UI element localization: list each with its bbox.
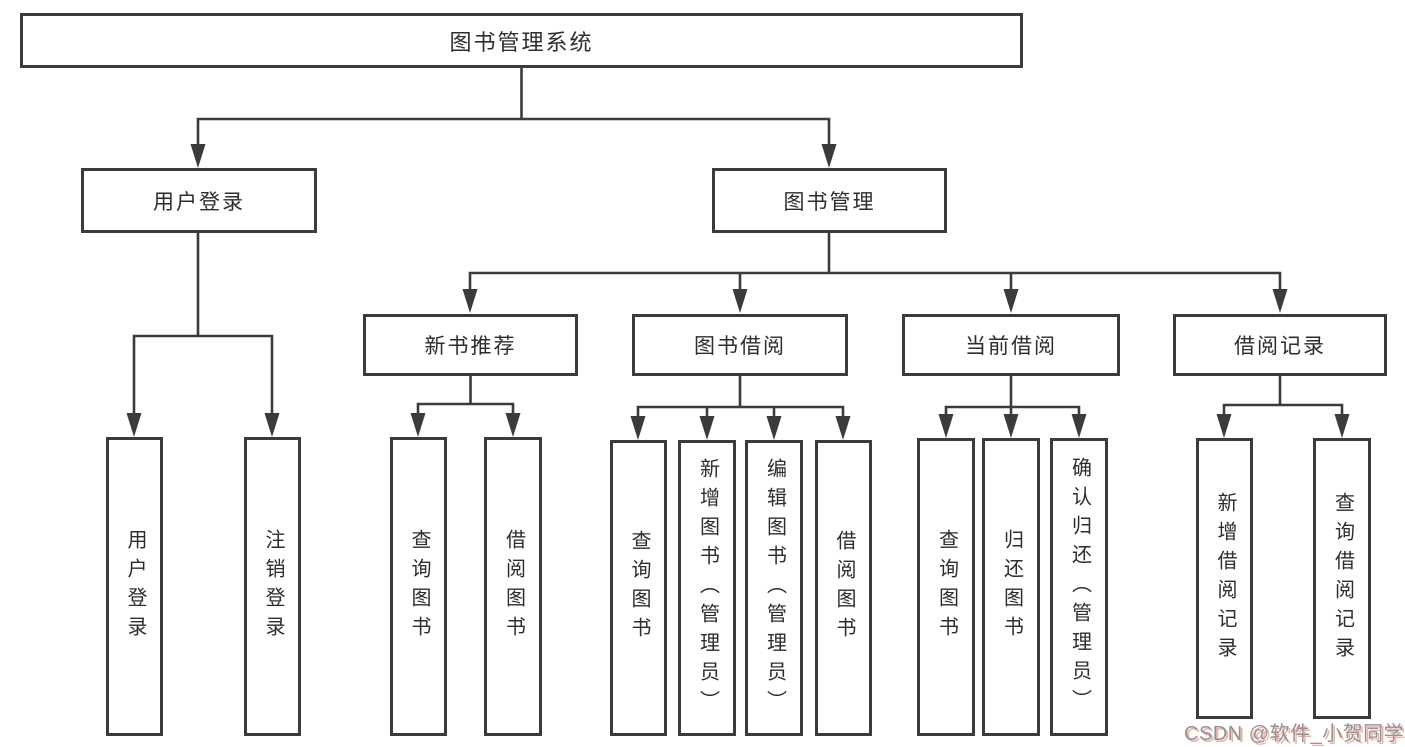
node-label: 新书推荐 [424,335,517,358]
node-label: 图书管理系统 [449,29,594,55]
node-label: 图书借阅 [694,335,786,358]
arrowhead-icon [190,144,206,168]
leaf-borrow-books-recommend: 借阅图书 [484,437,542,736]
leaf-edit-book-admin: 编辑图书（管理员） [745,440,803,736]
node-label: 查询图书 [628,530,650,646]
connector-book-management-children [462,231,1288,313]
arrowhead-icon [766,416,782,440]
connector-current-borrow-children [938,374,1087,438]
arrowhead-icon [410,413,426,437]
arrowhead-icon [1071,414,1087,438]
arrowhead-icon [1003,414,1019,438]
arrowhead-icon [821,144,837,168]
node-user-login: 用户登录 [81,168,317,233]
leaf-query-borrow-record: 查询借阅记录 [1313,438,1371,719]
node-label: 新增借阅记录 [1214,491,1236,666]
arrowhead-icon [1003,289,1019,313]
arrowhead-icon [1334,414,1350,438]
arrowhead-icon [264,413,280,437]
node-current-borrow: 当前借阅 [902,314,1120,376]
node-label: 确认归还（管理员） [1068,456,1091,718]
leaf-query-books-borrow: 查询图书 [610,440,667,736]
node-label: 新增图书（管理员） [696,457,719,719]
arrowhead-icon [699,416,715,440]
node-label: 查询图书 [935,529,958,645]
leaf-query-books-current: 查询图书 [917,438,975,736]
connector-root-to-level2 [190,66,837,168]
node-label: 借阅图书 [502,528,525,645]
node-label: 注销登录 [262,528,284,645]
node-label: 用户登录 [153,190,245,214]
node-label: 借阅图书 [833,530,855,646]
connector-book-borrow-children [630,374,851,440]
arrowhead-icon [938,414,954,438]
leaf-query-books-recommend: 查询图书 [390,437,447,736]
leaf-confirm-return-admin: 确认归还（管理员） [1050,438,1108,736]
node-label: 当前借阅 [965,335,1057,358]
leaf-logout: 注销登录 [244,437,301,736]
arrowhead-icon [630,416,646,440]
node-book-borrow: 图书借阅 [632,314,848,376]
node-label: 借阅记录 [1234,335,1326,358]
arrowhead-icon [1272,289,1288,313]
arrowhead-icon [462,289,478,313]
node-label: 用户登录 [124,528,146,645]
leaf-add-book-admin: 新增图书（管理员） [678,440,736,736]
connector-new-book-recommend-children [410,373,521,437]
node-label: 查询借阅记录 [1331,491,1354,666]
node-borrow-records: 借阅记录 [1173,314,1387,376]
connector-user-login-children [126,231,280,437]
arrowhead-icon [732,289,748,313]
node-label: 查询图书 [408,528,430,645]
node-new-book-recommend: 新书推荐 [363,314,578,376]
leaf-return-book: 归还图书 [982,438,1040,736]
node-book-management: 图书管理 [712,168,947,233]
node-label: 编辑图书（管理员） [763,457,786,719]
arrowhead-icon [835,416,851,440]
arrowhead-icon [505,413,521,437]
leaf-borrow-books: 借阅图书 [815,440,872,736]
connector-borrow-records-children [1216,373,1350,438]
leaf-add-borrow-record: 新增借阅记录 [1196,438,1253,719]
node-label: 图书管理 [783,190,876,214]
csdn-watermark: CSDN @软件_小贺同学 [1184,723,1405,745]
arrowhead-icon [1216,414,1232,438]
node-label: 归还图书 [1000,529,1023,645]
arrowhead-icon [126,413,142,437]
node-book-management-system: 图书管理系统 [20,13,1023,68]
leaf-user-login: 用户登录 [106,437,163,736]
